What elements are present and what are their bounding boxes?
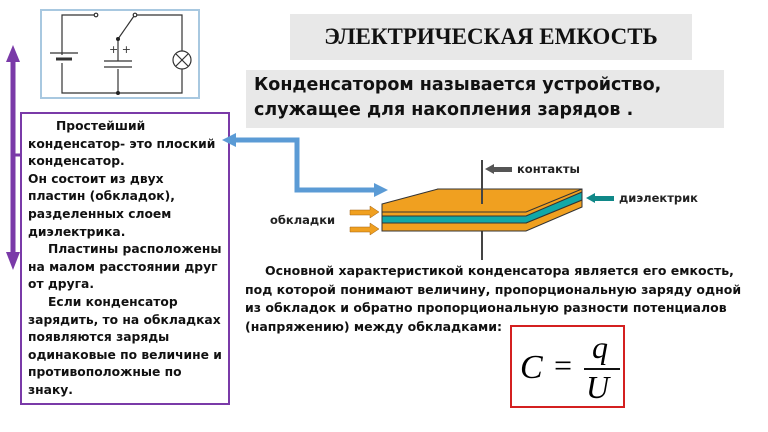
label-dielectric: диэлектрик <box>619 191 698 205</box>
blue-arrow-icon <box>222 133 388 197</box>
circuit-schematic-icon: + + <box>50 12 192 95</box>
description-text: Если конденсатор зарядить, то на обкладк… <box>28 294 222 397</box>
label-plates: обкладки <box>270 213 336 227</box>
paragraph-text: Основной характеристикой конденсатора яв… <box>245 263 742 334</box>
purple-arrow-icon <box>6 45 21 270</box>
slide-title: ЭЛЕКТРИЧЕСКАЯ ЕМКОСТЬ <box>290 14 692 60</box>
formula-denominator: U <box>586 369 610 405</box>
definition-line: Конденсатором называется устройство, <box>254 75 662 95</box>
description-text: Он состоит из двух пластин (обкладок), р… <box>28 171 175 239</box>
formula-lhs: C <box>520 349 543 386</box>
circuit-diagram: + + <box>40 9 200 99</box>
svg-text:+ +: + + <box>109 43 131 56</box>
description-box: Простейший конденсатор- это плоский конд… <box>20 112 230 405</box>
formula-equals: = <box>554 347 573 383</box>
label-contacts: контакты <box>517 162 580 176</box>
formula-numerator: q <box>592 329 608 365</box>
description-text: Простейший конденсатор- это плоский конд… <box>28 119 216 169</box>
description-text: Пластины расположены на малом расстоянии… <box>28 242 222 292</box>
definition-box: Конденсатором называется устройство, слу… <box>246 70 724 128</box>
capacitance-formula: C = q U <box>510 325 625 408</box>
fraction-bar <box>584 368 620 370</box>
capacitor-icon <box>381 160 583 260</box>
definition-line: служащее для накопления зарядов . <box>254 100 634 120</box>
capacitance-paragraph: Основной характеристикой конденсатора яв… <box>245 262 755 336</box>
